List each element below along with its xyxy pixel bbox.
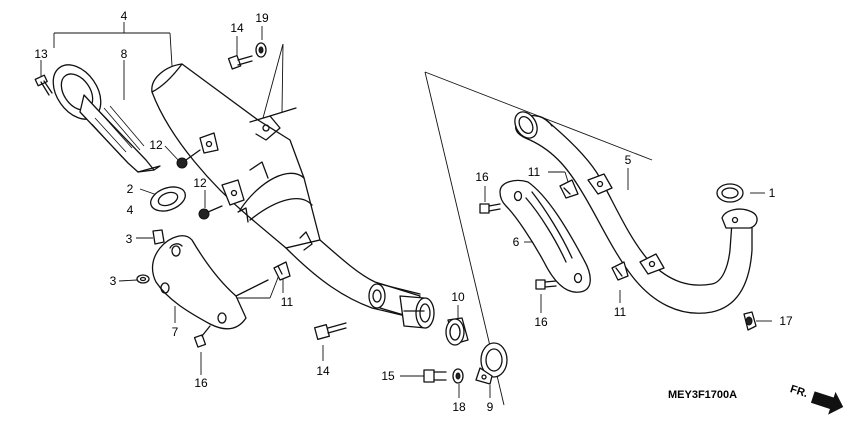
clip-11-upper xyxy=(559,179,579,199)
bolt-14-lower xyxy=(314,322,347,340)
bolt-12-lower xyxy=(198,205,223,220)
callout-2: 2 xyxy=(127,182,134,196)
muffler-4 xyxy=(151,63,321,249)
callout-19: 19 xyxy=(255,11,269,25)
callout-9: 9 xyxy=(487,400,494,414)
callout-7: 7 xyxy=(172,325,179,339)
washer-19 xyxy=(255,42,267,58)
callout-13: 13 xyxy=(34,47,48,61)
nut-17 xyxy=(743,311,757,331)
callout-16-left: 16 xyxy=(194,376,208,390)
clip-11-lower xyxy=(273,261,291,281)
bolt-15 xyxy=(423,369,447,383)
callout-3-upper: 3 xyxy=(126,232,133,246)
callout-1: 1 xyxy=(769,186,776,200)
exhaust-pipe-5 xyxy=(514,111,758,314)
callout-11-lower: 11 xyxy=(281,295,294,309)
callout-6: 6 xyxy=(513,235,520,249)
callout-8: 8 xyxy=(121,47,128,61)
callout-15: 15 xyxy=(381,369,395,383)
screw-16-left xyxy=(193,325,211,348)
callout-17: 17 xyxy=(779,314,793,328)
leader-lines xyxy=(40,22,772,406)
bolt-12-upper xyxy=(176,149,201,169)
callout-14-bottom: 14 xyxy=(316,364,330,378)
bolt-14-upper xyxy=(227,54,253,70)
tail-pipe-8 xyxy=(52,64,161,173)
callout-16-right-lower: 16 xyxy=(534,315,548,329)
gasket-2 xyxy=(150,186,186,212)
connecting-pipe xyxy=(285,231,421,319)
clip-11-right xyxy=(611,261,629,281)
washer-18 xyxy=(452,368,464,384)
bolt-13 xyxy=(34,74,53,96)
joint-pipe xyxy=(399,295,435,329)
muffler-protector-7 xyxy=(151,235,269,330)
callout-4-top: 4 xyxy=(121,9,128,23)
callout-10: 10 xyxy=(451,290,465,304)
callout-12-lower: 12 xyxy=(193,176,207,190)
callout-4-mid: 4 xyxy=(127,203,134,217)
screw-16-right-upper xyxy=(479,203,501,214)
callout-16-right-upper: 16 xyxy=(475,170,489,184)
screw-16-right-lower xyxy=(535,279,557,290)
gasket-10 xyxy=(445,317,469,346)
callout-12-upper: 12 xyxy=(149,138,163,152)
callout-5: 5 xyxy=(625,153,632,167)
callout-18: 18 xyxy=(452,400,466,414)
nut-3-upper xyxy=(152,229,165,245)
drawing-code: MEY3F1700A xyxy=(668,389,737,401)
callout-3-lower: 3 xyxy=(110,274,117,288)
callout-14-top: 14 xyxy=(230,21,244,35)
callout-11-upper: 11 xyxy=(528,165,541,179)
clamp-9 xyxy=(475,342,508,385)
callout-numbers: 4 8 13 14 19 12 12 2 4 3 3 7 16 11 14 10… xyxy=(34,9,793,414)
gasket-1 xyxy=(716,183,744,203)
callout-11-right: 11 xyxy=(614,305,627,319)
washer-3-lower xyxy=(136,274,150,284)
front-label: FR. xyxy=(789,383,810,400)
front-arrow-icon xyxy=(810,391,844,415)
pipe-protector-6 xyxy=(499,179,591,293)
